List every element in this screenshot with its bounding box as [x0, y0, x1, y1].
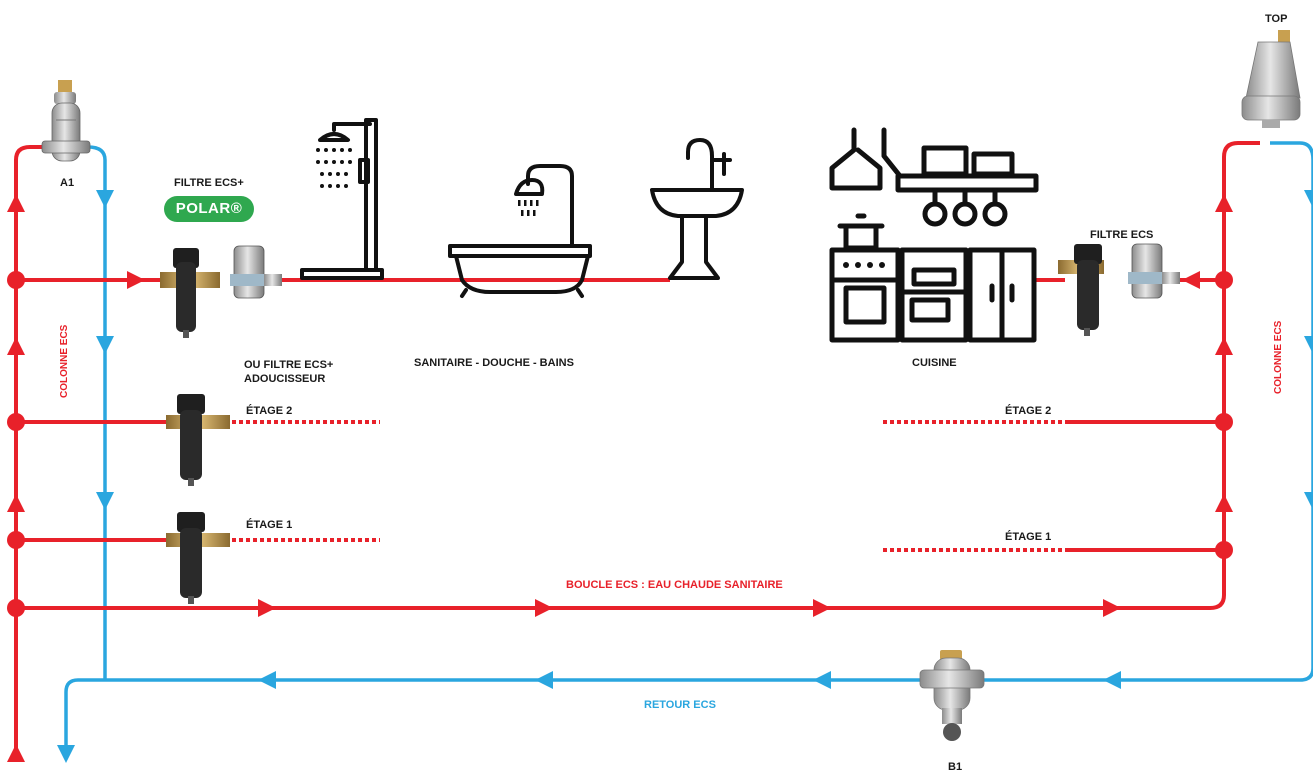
- air-separator-a1-icon: [41, 80, 91, 162]
- arrow-left: [1103, 671, 1121, 689]
- arrow-down: [96, 492, 114, 510]
- label-ou-filtre-2: ADOUCISSEUR: [244, 373, 325, 385]
- arrow-down: [1304, 336, 1313, 354]
- filter-ecs-kitchen-icon: [1058, 243, 1180, 336]
- return-column-left: [87, 145, 107, 680]
- label-colonne-left: COLONNE ECS: [59, 324, 70, 398]
- filter-polar-icon: [160, 245, 282, 338]
- dirt-separator-b1-icon: [919, 650, 985, 741]
- return-arrows: [57, 190, 1313, 763]
- label-etage2-right: ÉTAGE 2: [1005, 404, 1051, 417]
- polar-badge: POLAR®: [164, 196, 254, 222]
- arrow-up: [7, 494, 25, 512]
- label-etage2-left: ÉTAGE 2: [246, 404, 292, 417]
- arrow-left: [813, 671, 831, 689]
- arrow-left: [535, 671, 553, 689]
- junction-dot: [7, 271, 25, 289]
- hot-arrows: [7, 194, 1233, 762]
- hot-pipes: [14, 141, 1260, 755]
- hot-column-right: [16, 141, 1260, 610]
- sink-icon: [650, 138, 744, 280]
- arrow-right: [258, 599, 276, 617]
- arrow-down: [96, 336, 114, 354]
- hot-column-left: [14, 145, 50, 755]
- arrow-up: [1215, 194, 1233, 212]
- junction-dots: [7, 271, 1233, 617]
- shower-drops: [316, 148, 352, 188]
- arrow-right: [535, 599, 553, 617]
- label-etage1-right: ÉTAGE 1: [1005, 530, 1051, 543]
- label-a1: A1: [60, 177, 74, 189]
- junction-dot: [1215, 271, 1233, 289]
- junction-dot: [7, 413, 25, 431]
- junction-dot: [1215, 413, 1233, 431]
- arrow-down: [96, 190, 114, 208]
- junction-dot: [7, 599, 25, 617]
- arrow-left: [1182, 271, 1200, 289]
- arrow-up: [7, 337, 25, 355]
- filter-etage2-icon: [166, 394, 230, 486]
- label-filtre-ecs: FILTRE ECS: [1090, 229, 1153, 241]
- arrow-down: [1304, 492, 1313, 510]
- label-boucle: BOUCLE ECS : EAU CHAUDE SANITAIRE: [566, 579, 783, 591]
- arrow-up: [7, 194, 25, 212]
- label-filtre-ecs-plus: FILTRE ECS+: [174, 177, 244, 189]
- junction-dot: [1215, 541, 1233, 559]
- shower-icon: [300, 118, 384, 280]
- diagram-labels: TOP A1 B1 FILTRE ECS+ OU FILTRE ECS+ ADO…: [59, 13, 1287, 770]
- arrow-up: [1215, 337, 1233, 355]
- label-colonne-right: COLONNE ECS: [1273, 320, 1284, 394]
- bathtub-icon: [448, 164, 592, 298]
- kitchen-icon: [829, 127, 1039, 343]
- junction-dot: [7, 531, 25, 549]
- bathtub-drops: [518, 200, 539, 216]
- arrow-up: [1215, 494, 1233, 512]
- label-b1: B1: [948, 761, 962, 770]
- return-column-right: [64, 141, 1313, 745]
- kitchen-knobs: [843, 262, 885, 268]
- label-top: TOP: [1265, 13, 1287, 25]
- return-pipes: [64, 141, 1313, 745]
- label-retour: RETOUR ECS: [644, 699, 716, 711]
- arrow-down: [1304, 190, 1313, 208]
- label-cuisine: CUISINE: [912, 357, 957, 369]
- dotted-branches: [225, 420, 1065, 552]
- label-sanitaire: SANITAIRE - DOUCHE - BAINS: [414, 357, 574, 369]
- arrow-right: [127, 271, 145, 289]
- arrow-right: [1103, 599, 1121, 617]
- arrow-up: [7, 744, 25, 762]
- arrow-left: [258, 671, 276, 689]
- label-etage1-left: ÉTAGE 1: [246, 518, 292, 531]
- arrow-right: [813, 599, 831, 617]
- arrow-down: [57, 745, 75, 763]
- filter-etage1-icon: [166, 512, 230, 604]
- air-vent-top-icon: [1241, 30, 1301, 128]
- label-ou-filtre-1: OU FILTRE ECS+: [244, 359, 333, 371]
